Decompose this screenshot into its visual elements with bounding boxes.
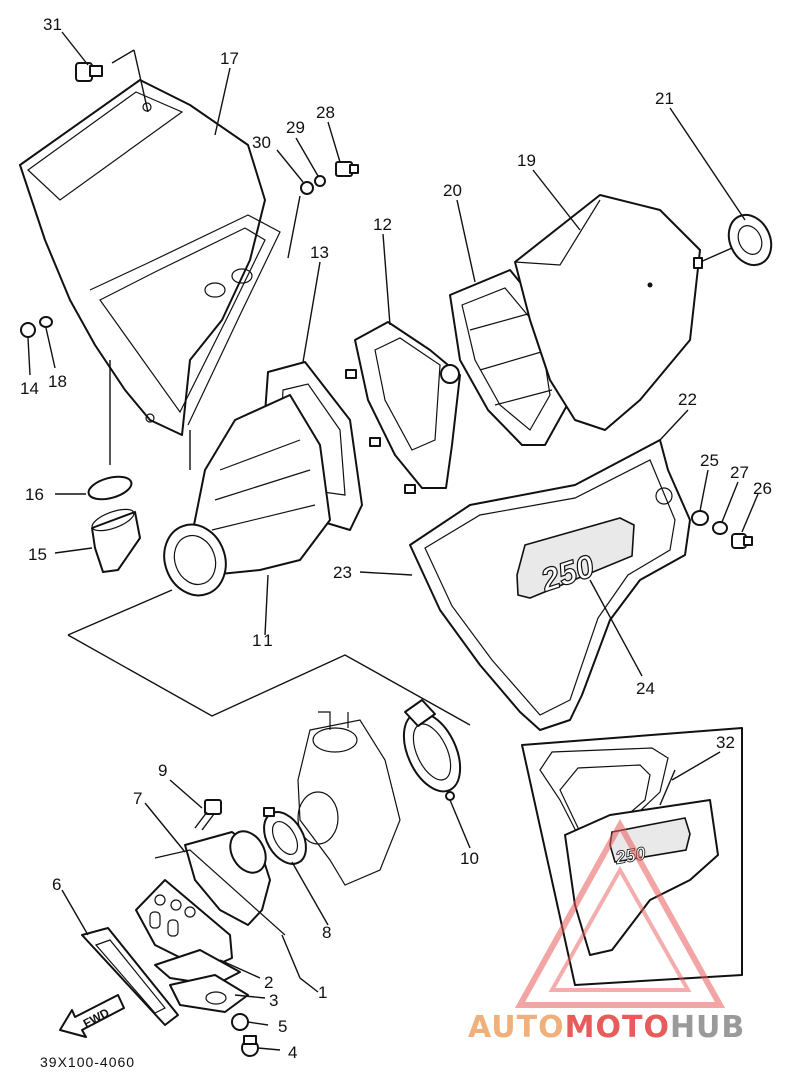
callout-7: 7 — [133, 789, 142, 808]
callout-4: 4 — [288, 1043, 297, 1062]
callout-27: 27 — [730, 463, 749, 482]
callout-28: 28 — [316, 103, 335, 122]
callout-9: 9 — [158, 761, 167, 780]
washer-part-5 — [231, 1013, 249, 1031]
callout-15: 15 — [28, 545, 47, 564]
washer-part-29 — [314, 175, 326, 187]
callout-30: 30 — [252, 133, 271, 152]
fixing-bolt-part-21 — [693, 213, 773, 269]
callout-14: 14 — [20, 379, 39, 398]
air-box-part-17 — [19, 79, 281, 436]
callout-13: 13 — [310, 243, 329, 262]
washer-part-18 — [39, 316, 53, 328]
o-ring-part-16 — [87, 475, 133, 501]
air-filter-part-19 — [514, 194, 701, 431]
callout-26: 26 — [753, 479, 772, 498]
washer-part-25 — [691, 510, 709, 526]
callout-18: 18 — [48, 372, 67, 391]
washer-part-27 — [712, 521, 728, 535]
callout-11: 11 — [252, 631, 276, 650]
filter-holder-part-12 — [345, 321, 461, 494]
bolt-part-9 — [194, 799, 222, 831]
forward-arrow-icon: FWD — [59, 994, 125, 1038]
callout-labels: 31 17 30 29 28 21 19 20 12 13 14 18 22 2… — [20, 15, 772, 1062]
callout-10: 10 — [460, 849, 479, 868]
washer-part-30 — [300, 181, 314, 195]
clamp-part-8 — [263, 807, 307, 865]
callout-25: 25 — [700, 451, 719, 470]
callout-24: 24 — [636, 679, 655, 698]
watermark-text: AUTOMOTOHUB — [468, 1010, 745, 1045]
callout-20: 20 — [443, 181, 462, 200]
nut-part-14 — [20, 322, 36, 338]
callout-2: 2 — [264, 973, 273, 992]
watermark-auto: AUTO — [468, 1010, 565, 1045]
callout-32: 32 — [716, 733, 735, 752]
manifold-part-7 — [154, 830, 286, 936]
screw-part-4 — [241, 1035, 259, 1057]
callout-1: 1 — [318, 983, 327, 1002]
callout-16: 16 — [25, 485, 44, 504]
watermark-logo — [514, 818, 726, 1008]
side-cover-part-23: 250 — [409, 439, 691, 731]
reed-valve-part-1 — [135, 879, 233, 971]
clamp-part-10 — [402, 699, 462, 801]
intake-boot-part-11 — [163, 394, 331, 597]
callout-22: 22 — [678, 390, 697, 409]
leader-lines — [27, 31, 759, 1051]
bolt-part-31 — [75, 62, 103, 82]
callout-21: 21 — [655, 89, 674, 108]
watermark-hub: HUB — [669, 1010, 746, 1045]
callout-6: 6 — [52, 875, 61, 894]
callout-19: 19 — [517, 151, 536, 170]
callout-5: 5 — [278, 1017, 287, 1036]
carburetor — [297, 711, 401, 886]
bolt-part-28 — [335, 161, 359, 177]
screw-part-26 — [731, 533, 753, 549]
callout-12: 12 — [373, 215, 392, 234]
document-code: 39X100-4060 — [40, 1054, 136, 1070]
callout-29: 29 — [286, 118, 305, 137]
callout-17: 17 — [220, 49, 239, 68]
joint-part-15 — [91, 508, 141, 573]
callout-8: 8 — [322, 923, 331, 942]
callout-23: 23 — [333, 563, 352, 582]
reed-stopper-part-3 — [169, 974, 249, 1013]
gasket-part-6 — [81, 927, 179, 1026]
callout-31: 31 — [43, 15, 62, 34]
callout-3: 3 — [269, 991, 278, 1010]
watermark-moto: MOTO — [564, 1010, 670, 1045]
